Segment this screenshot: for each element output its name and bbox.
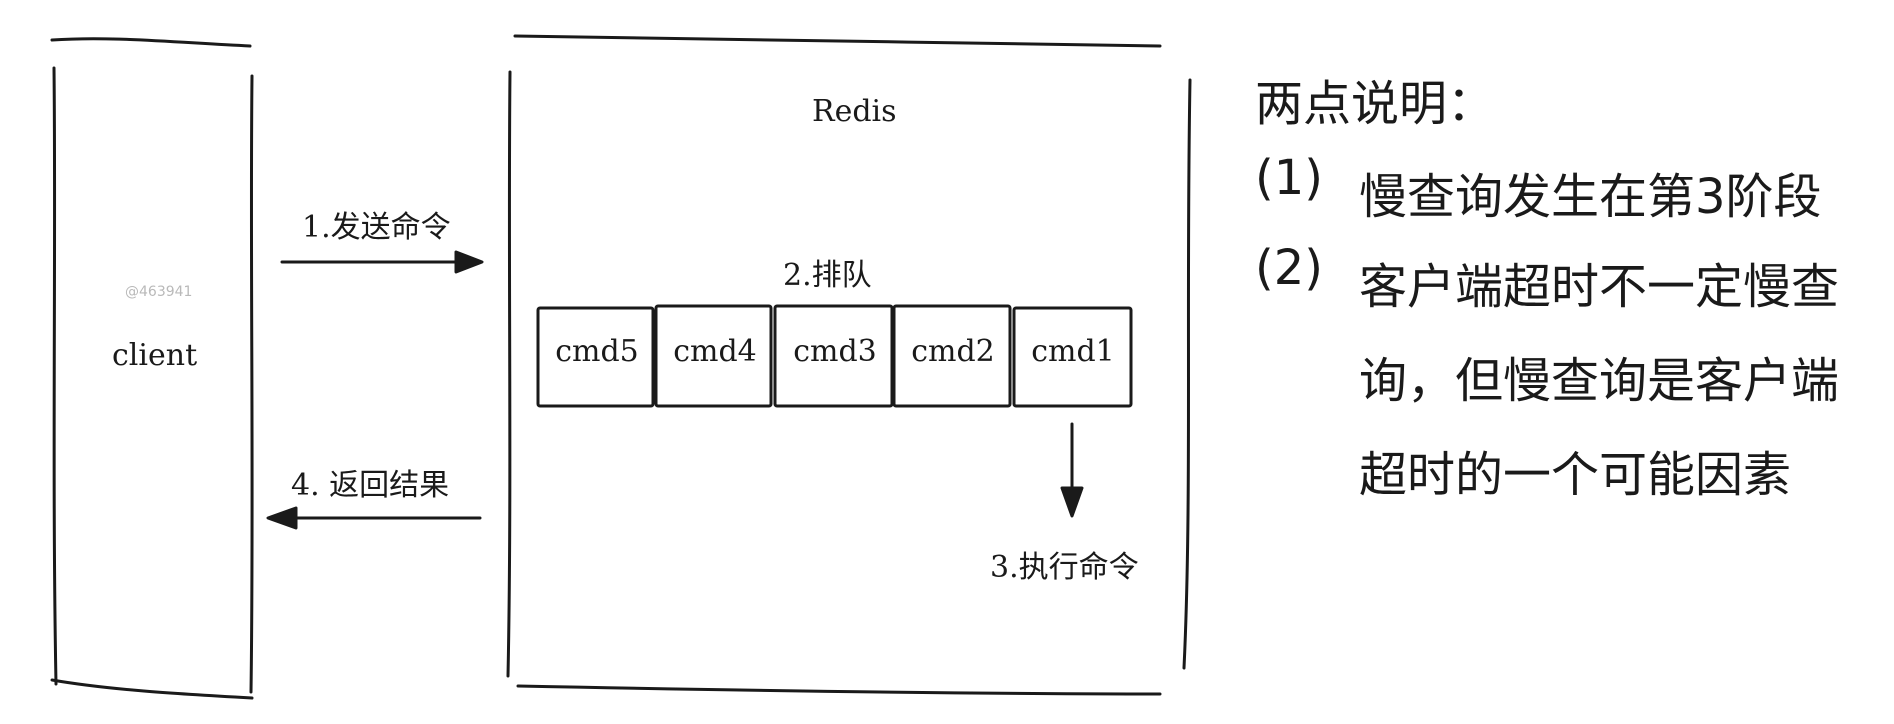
queue-item-cmd2: cmd2 xyxy=(911,334,995,369)
note-number: (1) xyxy=(1255,150,1323,206)
queue-box-cmd3 xyxy=(773,304,894,408)
queue-box-cmd2 xyxy=(892,304,1012,408)
note-text: 客户端超时不一定慢查询，但慢查询是客户端超时的一个可能因素 xyxy=(1359,259,1840,503)
note-number: (2) xyxy=(1255,240,1323,296)
execute-arrow xyxy=(1060,422,1084,518)
step-queue-label: 2.排队 xyxy=(783,258,872,293)
queue-item-cmd4: cmd4 xyxy=(673,334,757,369)
step-send-label: 1.发送命令 xyxy=(302,210,451,245)
queue-box-cmd4 xyxy=(654,304,773,408)
client-box xyxy=(50,37,254,700)
send-arrow xyxy=(280,250,484,274)
queue-item-cmd5: cmd5 xyxy=(555,334,639,369)
notes-title: 两点说明： xyxy=(1255,76,1496,132)
return-arrow xyxy=(266,506,482,530)
watermark: @463941 xyxy=(125,284,193,300)
redis-box xyxy=(506,34,1192,696)
queue-item-cmd3: cmd3 xyxy=(793,334,877,369)
queue-boxes xyxy=(536,304,1133,408)
queue-item-cmd1: cmd1 xyxy=(1031,334,1115,369)
step-return-label: 4. 返回结果 xyxy=(291,468,450,503)
note-text: 慢查询发生在第3阶段 xyxy=(1359,169,1822,225)
queue-box-cmd1 xyxy=(1012,306,1133,408)
redis-label: Redis xyxy=(812,94,897,129)
step-execute-label: 3.执行命令 xyxy=(990,550,1139,585)
client-label: client xyxy=(112,338,198,373)
queue-box-cmd5 xyxy=(536,306,655,408)
